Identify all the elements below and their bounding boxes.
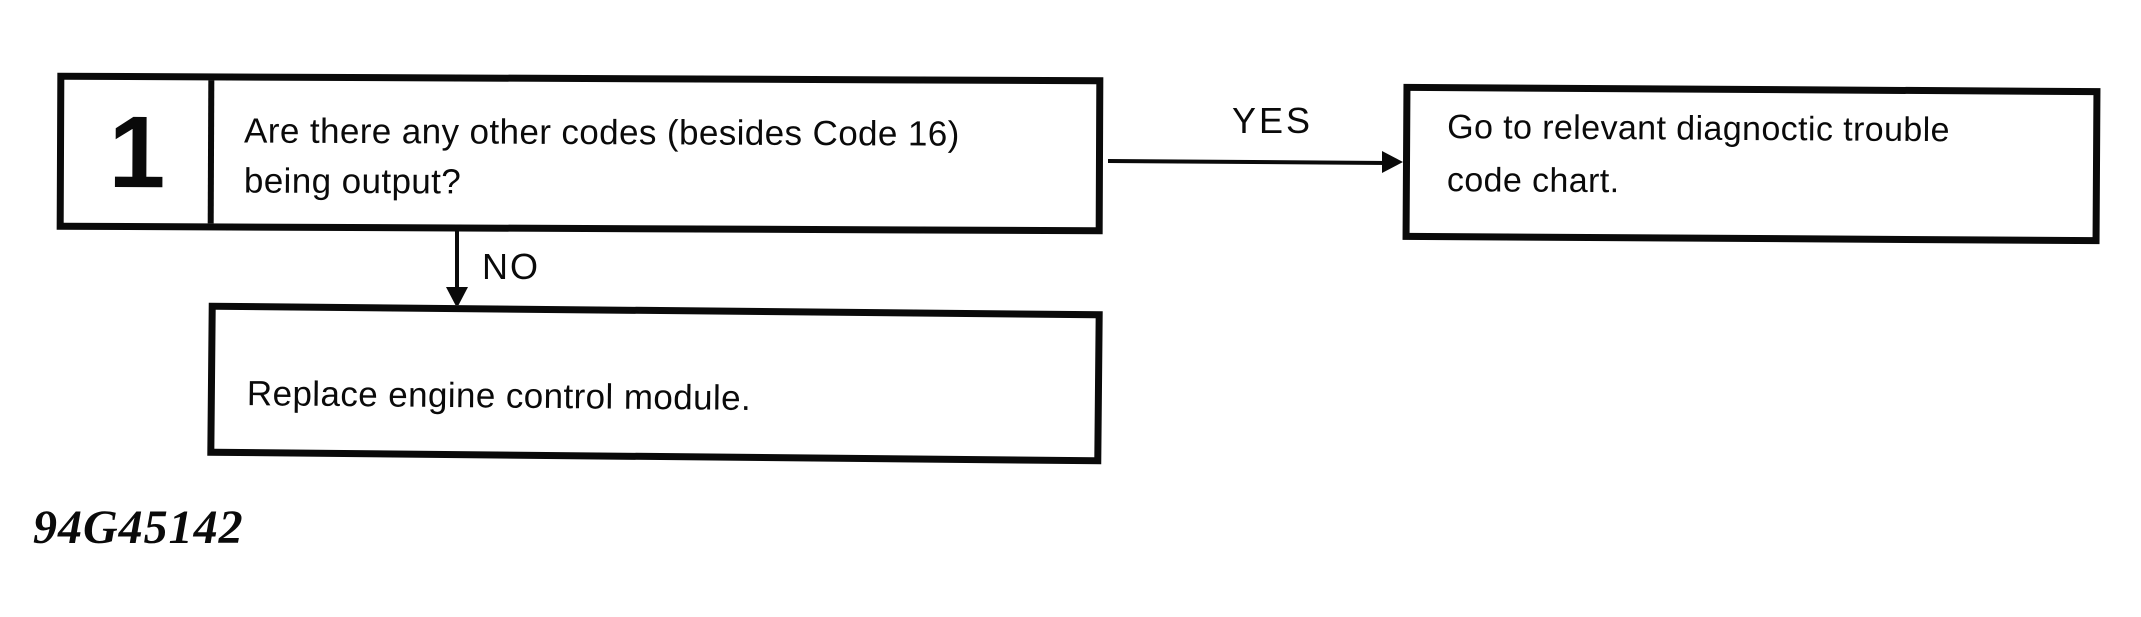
step-question-line-1: Are there any other codes (besides Code … [244,111,960,154]
no-result-box: Replace engine control module. [207,302,1103,465]
yes-arrow-line [1107,159,1389,165]
no-branch-label: NO [482,246,540,287]
step-1-question-box: 1 Are there any other codes (besides Cod… [56,72,1104,235]
arrow-down-icon [446,287,468,308]
step-question-text: Are there any other codes (besides Code … [214,80,978,226]
yes-result-line-1: Go to relevant diagnoctic trouble [1447,108,1951,150]
step-number-cell: 1 [63,79,215,224]
yes-branch-label: YES [1231,100,1314,141]
step-number: 1 [108,94,164,209]
arrow-right-icon [1382,151,1403,173]
figure-number: 94G45142 [33,501,244,554]
yes-result-line-2: code chart. [1446,161,1620,201]
step-question-line-2: being output? [243,161,462,202]
no-arrow-line [455,230,459,292]
no-result-line-1: Replace engine control module. [246,373,752,418]
yes-result-box: Go to relevant diagnoctic trouble code c… [1402,83,2101,245]
